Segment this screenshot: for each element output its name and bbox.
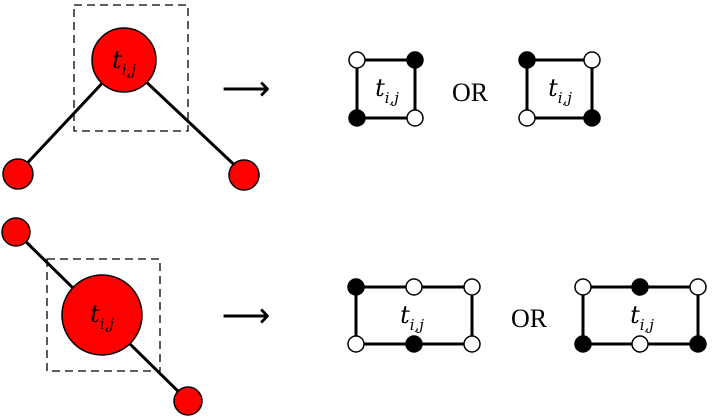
terminal-empty: [583, 51, 601, 69]
bottom-option-b-tile: ti,j: [574, 278, 707, 353]
bottom-option-a-tile: ti,j: [347, 278, 481, 353]
tile-label: ti,j: [630, 301, 654, 334]
terminal-filled: [347, 278, 365, 296]
bottom-or-label: OR: [511, 304, 548, 333]
terminal-empty: [347, 335, 365, 353]
top-right-leaf-node: [228, 159, 260, 191]
bottom-node-label: ti,j: [90, 300, 114, 333]
terminal-filled: [689, 335, 707, 353]
top-node-label: ti,j: [112, 46, 136, 79]
bottom-center-node: [61, 274, 143, 356]
bottom-dashed-frame: [46, 258, 161, 372]
bottom-upper-leaf-node: [1, 217, 31, 247]
terminal-filled: [574, 335, 592, 353]
terminal-filled: [406, 51, 424, 69]
terminal-empty: [689, 278, 707, 296]
top-option-b-tile: ti,j: [518, 51, 601, 127]
terminal-filled: [518, 51, 536, 69]
terminal-empty: [631, 335, 649, 353]
terminal-filled: [631, 278, 649, 296]
terminal-empty: [406, 109, 424, 127]
terminal-filled: [348, 109, 366, 127]
terminal-empty: [348, 51, 366, 69]
row-bottom: ti,j ⟶ ti,j OR ti,j: [1, 217, 707, 416]
terminal-empty: [518, 109, 536, 127]
top-or-label: OR: [452, 78, 489, 107]
top-option-a-tile: ti,j: [348, 51, 424, 127]
tile-label: ti,j: [548, 74, 572, 107]
terminal-empty: [463, 278, 481, 296]
top-node-graph: ti,j: [2, 4, 260, 191]
tile-frame: [525, 58, 594, 120]
row-top: ti,j ⟶ ti,j OR ti,j: [2, 4, 601, 191]
tile-label: ti,j: [400, 301, 424, 334]
terminal-empty: [463, 335, 481, 353]
terminal-empty: [574, 278, 592, 296]
bottom-lower-leaf-node: [173, 386, 203, 416]
top-center-node: [91, 27, 157, 93]
bottom-arrow: ⟶: [222, 298, 271, 335]
bottom-node-graph: ti,j: [1, 217, 203, 416]
tile-label: ti,j: [375, 74, 399, 107]
top-arrow: ⟶: [222, 71, 271, 108]
top-left-leaf-node: [2, 158, 34, 190]
tile-frame: [355, 58, 417, 120]
terminal-filled: [583, 109, 601, 127]
terminal-empty: [405, 278, 423, 296]
top-dashed-frame: [73, 4, 189, 132]
terminal-filled: [405, 335, 423, 353]
